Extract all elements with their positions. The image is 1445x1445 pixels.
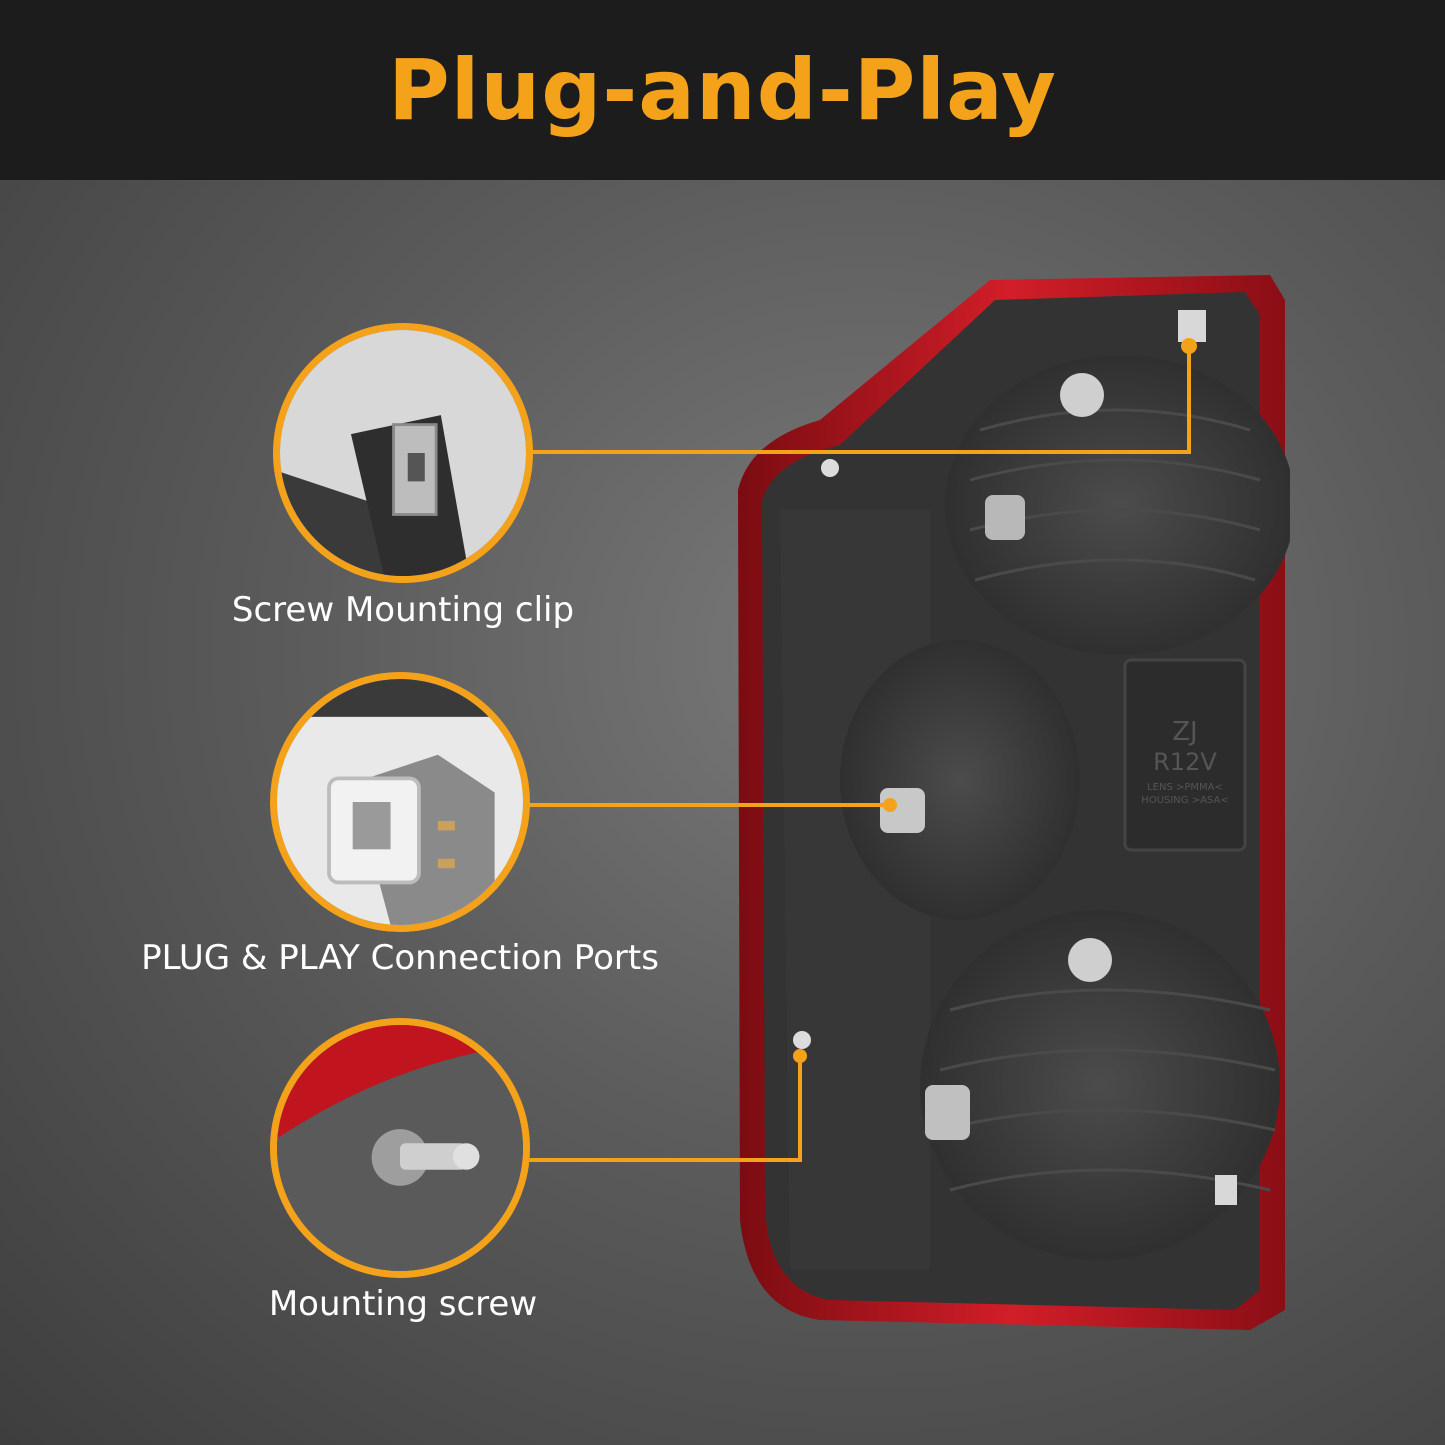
clip-icon: [1178, 310, 1206, 342]
socket-icon: [1060, 373, 1104, 417]
connector-icon: [925, 1085, 970, 1140]
marking-housing: HOUSING >ASA<: [1141, 795, 1228, 806]
marking-code: ZJ: [1172, 717, 1197, 747]
tail-light-image: ZJ R12V LENS >PMMA< HOUSING >ASA<: [738, 275, 1290, 1330]
clip-icon: [280, 330, 526, 576]
connector-caption: PLUG & PLAY Connection Ports: [141, 938, 659, 978]
socket-icon: [1068, 938, 1112, 982]
clip-icon: [1215, 1175, 1237, 1205]
connector-icon: [277, 679, 523, 925]
clip-closeup: [273, 323, 533, 583]
screw-icon: [793, 1031, 811, 1049]
marking-lens: LENS >PMMA<: [1147, 782, 1223, 793]
screw-icon: [277, 1025, 523, 1271]
connector-icon: [985, 495, 1025, 540]
page-title: Plug-and-Play: [388, 41, 1057, 139]
connector-closeup: [270, 672, 530, 932]
screw-caption: Mounting screw: [268, 1284, 538, 1324]
title-banner: Plug-and-Play: [0, 0, 1445, 180]
screw-icon: [821, 459, 839, 477]
screw-closeup: [270, 1018, 530, 1278]
marking-voltage: R12V: [1153, 748, 1217, 776]
clip-caption: Screw Mounting clip: [231, 590, 575, 630]
connector-icon: [880, 788, 925, 833]
